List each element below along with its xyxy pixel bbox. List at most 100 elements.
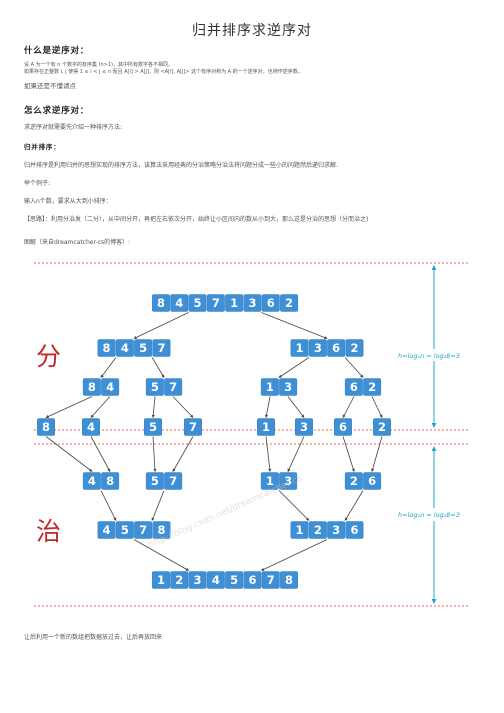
number-box — [280, 571, 298, 589]
number-box — [170, 294, 189, 312]
number-box — [115, 521, 134, 539]
number-box-label: 3 — [332, 523, 340, 537]
conquer-label: 治 — [36, 517, 61, 546]
figure-caption: 图解（来自dreamcatcher-cs的博客）: — [24, 239, 131, 246]
page-title: 归并排序求逆序对 — [192, 23, 312, 39]
number-box-label: 4 — [87, 420, 95, 434]
number-box — [308, 521, 327, 539]
number-box — [145, 378, 164, 396]
flow-arrow — [172, 396, 194, 418]
number-box-label: 6 — [248, 573, 256, 587]
flow-arrow — [100, 490, 117, 521]
number-box-label: 6 — [339, 420, 347, 434]
number-box-label: 6 — [332, 341, 340, 355]
number-box-label: 4 — [175, 296, 183, 310]
number-box-label: 3 — [314, 341, 322, 355]
number-box-label: 7 — [157, 341, 165, 355]
number-box — [115, 339, 134, 357]
number-box — [164, 378, 183, 396]
number-box — [82, 378, 101, 396]
number-box-label: 3 — [284, 380, 292, 394]
flow-arrow — [133, 539, 190, 571]
number-box-label: 5 — [230, 573, 238, 587]
number-box-label: 2 — [175, 573, 183, 587]
section-heading-what-is: 什么是逆序对： — [24, 46, 90, 56]
flow-arrow — [90, 436, 111, 472]
number-box — [164, 472, 183, 490]
number-box — [134, 339, 153, 357]
number-box-label: 6 — [267, 296, 275, 310]
number-box-label: 5 — [151, 380, 159, 394]
flow-arrow — [344, 490, 364, 521]
number-box — [145, 472, 164, 490]
flow-arrow — [151, 396, 156, 419]
example-label: 举个例子: — [24, 180, 51, 187]
number-box — [295, 418, 313, 436]
number-box — [243, 294, 262, 312]
number-box-label: 5 — [194, 296, 202, 310]
input-description: 输入n个数，要求从大到小排序： — [24, 198, 112, 205]
merge-sort-description: 归并排序是利用归并的思想实现的排序方法，该算法采用经典的分治策略分治法将问题分成… — [24, 162, 338, 169]
flow-arrow — [342, 436, 355, 473]
flow-arrow — [151, 490, 165, 521]
number-box — [37, 418, 55, 436]
flow-arrow — [152, 436, 157, 473]
divide-label: 分 — [36, 342, 61, 371]
number-box — [279, 472, 298, 490]
flow-arrow — [151, 357, 165, 378]
number-box-label: 5 — [151, 474, 159, 488]
number-box — [363, 378, 382, 396]
number-box-label: 2 — [285, 296, 293, 310]
height-label-bottom: h=log₂n = log₂8=3 — [398, 511, 460, 519]
sub-heading-merge-sort: 归并排序： — [24, 143, 61, 151]
number-box — [82, 418, 100, 436]
number-box — [151, 571, 170, 589]
number-box — [134, 521, 153, 539]
number-box-label: 8 — [42, 420, 50, 434]
number-box-label: 8 — [285, 573, 293, 587]
number-box-label: 7 — [139, 523, 147, 537]
intro-text: 求逆序对就需要先介绍一种排序方法: — [24, 124, 123, 131]
number-box — [188, 571, 207, 589]
number-box-label: 7 — [169, 380, 177, 394]
number-box — [260, 378, 279, 396]
number-box — [144, 418, 162, 436]
number-box — [206, 294, 225, 312]
number-box-label: 3 — [284, 474, 292, 488]
number-box — [225, 294, 244, 312]
number-box — [290, 339, 309, 357]
number-box-label: 6 — [350, 523, 358, 537]
flow-arrow — [264, 396, 271, 419]
number-box-label: 1 — [230, 296, 238, 310]
flow-arrow — [260, 539, 328, 571]
flow-arrow — [90, 396, 111, 418]
number-box-label: 3 — [194, 573, 202, 587]
number-box — [327, 521, 346, 539]
number-box-label: 4 — [212, 573, 220, 587]
number-box — [344, 378, 363, 396]
number-box-label: 8 — [88, 380, 96, 394]
number-box-label: 4 — [88, 474, 96, 488]
number-box-label: 2 — [378, 420, 386, 434]
flow-arrow — [278, 490, 310, 521]
flow-arrow — [342, 396, 355, 418]
definition-line-1: 设 A 为一个有 n 个数字的有序集 (n>1)，其中所有数字各不相同。 — [24, 62, 173, 68]
flow-arrow — [371, 436, 383, 473]
number-box — [151, 294, 170, 312]
flow-arrow — [100, 357, 117, 378]
number-box-label: 7 — [267, 573, 275, 587]
number-box — [257, 418, 275, 436]
number-box-label: 5 — [139, 341, 147, 355]
number-box — [345, 339, 364, 357]
number-box-label: 8 — [103, 341, 111, 355]
section-heading-how-to: 怎么求逆序对： — [24, 106, 90, 116]
number-box — [101, 378, 120, 396]
number-box — [184, 418, 202, 436]
number-box-label: 2 — [368, 380, 376, 394]
number-box — [308, 339, 327, 357]
flow-arrow — [278, 357, 310, 378]
number-box — [363, 472, 382, 490]
number-box-label: 7 — [169, 474, 177, 488]
help-note-link[interactable]: 如果还是不懂请点 — [24, 82, 76, 90]
definition-line-2: 如果存在正整数 i, j 使得 1 ≤ i < j ≤ n 而且 A[i] > … — [24, 69, 303, 75]
